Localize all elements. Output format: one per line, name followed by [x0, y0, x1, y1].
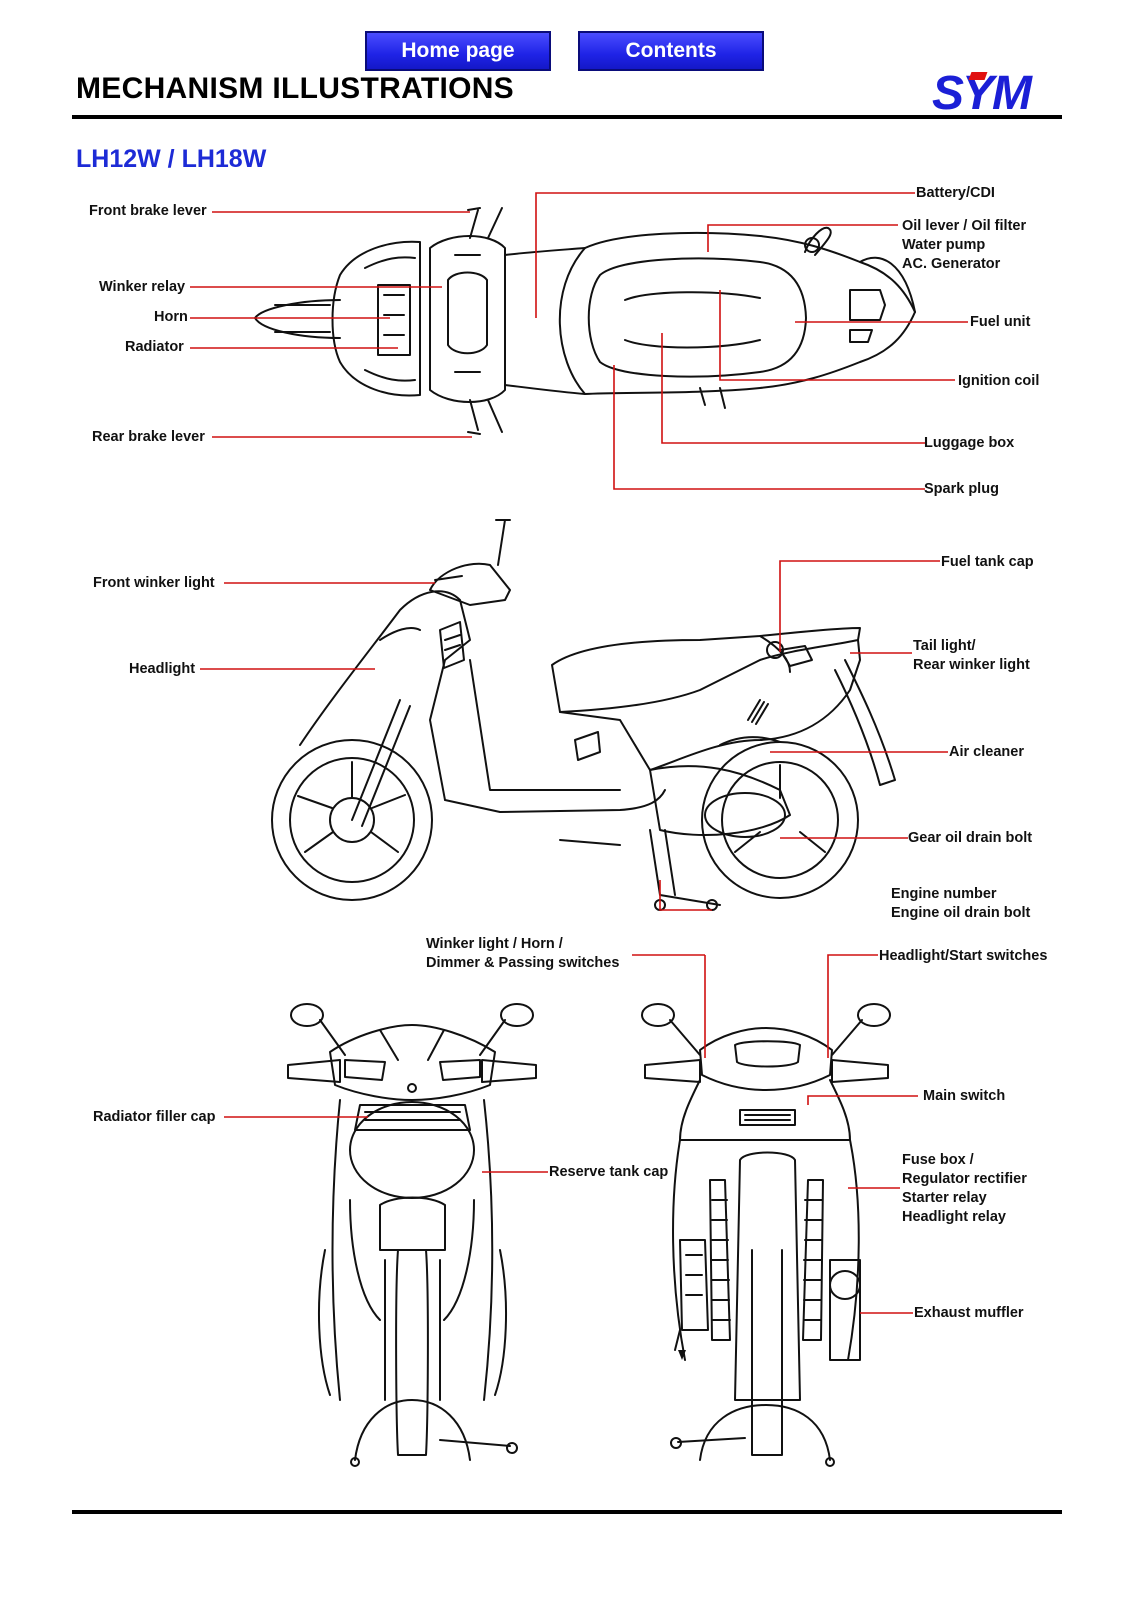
label-tail-light: Tail light/ — [913, 638, 976, 654]
label-main-switch: Main switch — [923, 1088, 1005, 1104]
rear-view-scooter — [641, 1003, 891, 1467]
label-spark-plug: Spark plug — [924, 481, 999, 497]
label-horn: Horn — [154, 309, 188, 325]
label-engine-oil-drain-bolt: Engine oil drain bolt — [891, 905, 1031, 921]
label-water-pump: Water pump — [902, 237, 985, 253]
top-view-scooter — [254, 207, 916, 435]
label-front-brake-lever: Front brake lever — [89, 203, 207, 219]
label-battery-cdi: Battery/CDI — [916, 185, 995, 201]
label-radiator: Radiator — [125, 339, 184, 355]
label-exhaust-muffler: Exhaust muffler — [914, 1305, 1024, 1321]
label-fuel-unit: Fuel unit — [970, 314, 1031, 330]
footer-divider — [72, 1510, 1062, 1514]
label-ignition-coil: Ignition coil — [958, 373, 1039, 389]
label-winker-relay: Winker relay — [99, 279, 185, 295]
label-starter-relay: Starter relay — [902, 1190, 987, 1206]
label-radiator-filler-cap: Radiator filler cap — [93, 1109, 216, 1125]
label-headlight-start-switches: Headlight/Start switches — [879, 948, 1047, 964]
label-headlight-relay: Headlight relay — [902, 1209, 1006, 1225]
label-oil-lever: Oil lever / Oil filter — [902, 218, 1026, 234]
label-luggage-box: Luggage box — [924, 435, 1014, 451]
label-engine-number: Engine number — [891, 886, 997, 902]
contents-button[interactable]: Contents — [578, 31, 764, 71]
label-fuel-tank-cap: Fuel tank cap — [941, 554, 1034, 570]
label-rear-brake-lever: Rear brake lever — [92, 429, 205, 445]
label-fuse-box: Fuse box / — [902, 1152, 974, 1168]
leader-lines — [190, 192, 968, 1314]
label-reserve-tank-cap: Reserve tank cap — [549, 1164, 668, 1180]
home-page-button[interactable]: Home page — [365, 31, 551, 71]
label-headlight: Headlight — [129, 661, 195, 677]
side-view-scooter — [271, 519, 896, 911]
label-ac-generator: AC. Generator — [902, 256, 1001, 272]
page-title: MECHANISM ILLUSTRATIONS — [76, 72, 514, 105]
label-front-winker-light: Front winker light — [93, 575, 215, 591]
label-dimmer-passing-switches: Dimmer & Passing switches — [426, 955, 619, 971]
label-winker-horn-switch: Winker light / Horn / — [426, 936, 563, 952]
part-labels: Front brake lever Winker relay Horn Radi… — [89, 185, 1047, 1321]
label-gear-oil-drain-bolt: Gear oil drain bolt — [908, 830, 1032, 846]
label-air-cleaner: Air cleaner — [949, 744, 1024, 760]
label-regulator-rectifier: Regulator rectifier — [902, 1171, 1027, 1187]
model-heading: LH12W / LH18W — [76, 145, 267, 173]
header-divider — [72, 115, 1062, 119]
front-view-scooter — [287, 1003, 537, 1467]
label-rear-winker-light: Rear winker light — [913, 657, 1030, 673]
